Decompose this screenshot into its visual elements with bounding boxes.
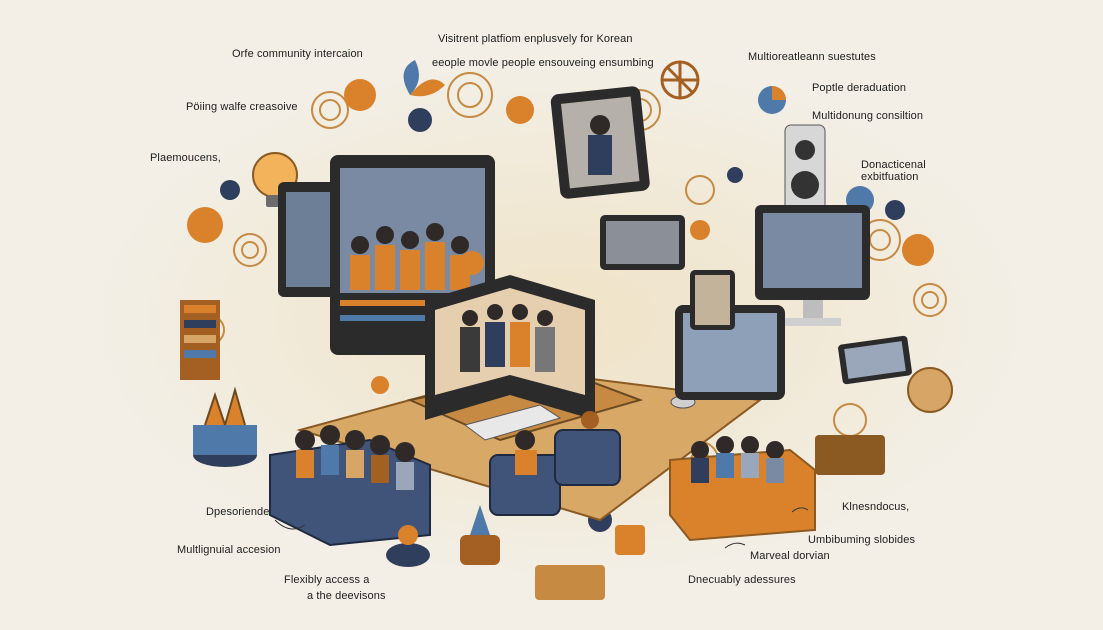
label-bottom-right-3: Marveal dorvian [750, 550, 830, 562]
label-bottom-left-3: Flexibly access a [284, 574, 370, 586]
label-right-1: Poptle deraduation [812, 82, 907, 94]
right-small-phone [690, 270, 735, 330]
center-armchair [489, 430, 561, 516]
label-bottom-left-4: a the deevisons [307, 590, 386, 602]
pie-chart-icon [758, 86, 786, 114]
right-armchair [554, 411, 621, 486]
speaker-icon [784, 124, 826, 216]
label-bottom-right-1: Klnesndocus, [842, 501, 910, 513]
plant-icon [403, 60, 445, 97]
right-monitor [755, 205, 870, 326]
bookshelf-stack [180, 300, 220, 380]
label-bottom-left-1: Dpesoriende [206, 506, 270, 518]
label-right-3: Donacticenal [861, 159, 926, 171]
label-bottom-left-2: Multlignuial accesion [177, 544, 281, 556]
label-top-center-2: eeople movle people ensouveing ensumbing [432, 57, 654, 69]
label-right-4: exbitfuation [861, 171, 919, 183]
top-tablet [550, 86, 650, 199]
far-right-tablet [838, 335, 912, 385]
bottom-planters [386, 505, 645, 600]
keyboard [463, 404, 562, 441]
label-top-left: Orfe community intercaion [232, 48, 363, 60]
label-left-1: Pöiing walfe creasoive [186, 101, 298, 113]
label-top-center-1: Visitrent platfiom enplusvely for Korean [438, 33, 633, 45]
label-bottom-right-4: Dnecuably adessures [688, 574, 796, 586]
left-sofa [269, 425, 431, 547]
gear-wheel-icon [660, 60, 700, 100]
label-bottom-right-2: Umbibuming slobides [808, 534, 916, 546]
leader-lines [274, 507, 809, 549]
right-tray [815, 367, 953, 475]
right-sofa [669, 436, 816, 542]
label-left-2: Plaemoucens, [150, 152, 221, 164]
small-screen [600, 215, 685, 270]
label-right-2: Multidonung consiltion [812, 110, 924, 122]
center-monitor [425, 275, 595, 420]
label-top-right-1: Multioreatleann suestutes [748, 51, 876, 63]
left-planter [193, 386, 257, 467]
